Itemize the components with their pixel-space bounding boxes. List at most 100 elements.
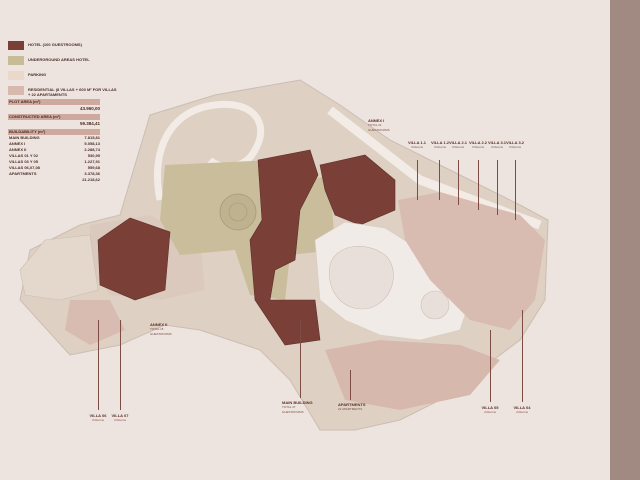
buildability-row: VILLAS 03 Y 05 1.227,91 xyxy=(8,159,100,165)
buildability-row: VILLAS 06,07,08 559,68 xyxy=(8,165,100,171)
label-title: VILLA 2.1 xyxy=(448,140,468,145)
row-name: ANNEX I xyxy=(9,141,26,146)
label-sub: 3 Rooms xyxy=(471,145,484,149)
buildability-row: ANNEX II 2.288,74 xyxy=(8,147,100,153)
leader-line xyxy=(98,320,99,410)
label-sub: TOTAL 21 GUESTROOMS xyxy=(368,123,390,132)
row-value: 5.058,13 xyxy=(84,141,100,146)
legend-label: PARKING xyxy=(28,72,47,77)
legend-item-hotel: HOTEL (100 GUESTROOMS) xyxy=(8,40,108,54)
buildability-row: APARTMENTS 3.378,36 xyxy=(8,171,100,177)
row-name: VILLAS 01 Y 02 xyxy=(9,153,38,158)
row-name: MAIN BUILDING xyxy=(9,135,40,140)
leader-line xyxy=(120,320,121,410)
main-building xyxy=(249,149,321,346)
constructed-area-value: 59.384,41 xyxy=(79,121,100,126)
label-title: VILLA 3.1 xyxy=(487,140,507,145)
row-value: 3.378,36 xyxy=(84,171,100,176)
legend-label: UNDERGROUND AREAS HOTEL xyxy=(28,57,90,62)
buildability-total: 21.218,62 xyxy=(8,177,100,183)
label-sub: 4 Rooms xyxy=(483,410,496,414)
side-band xyxy=(610,0,640,480)
area-table: PLOT AREA (m²) 43.960,00 CONSTRUCTED ARE… xyxy=(8,98,100,183)
label-sub: 3 Rooms xyxy=(451,145,464,149)
villas-06-07-zone xyxy=(65,300,125,345)
label-sub: TOTAL 15 GUESTROOMS xyxy=(150,327,172,336)
label-title: VILLA 06 xyxy=(89,413,107,418)
legend-swatch-parking xyxy=(8,71,24,80)
leader-line xyxy=(478,160,479,210)
row-value: 530,99 xyxy=(87,153,100,158)
label-title: VILLA 2.2 xyxy=(468,140,488,145)
leader-line xyxy=(350,370,351,400)
leader-line xyxy=(300,320,301,398)
constructed-area-label: CONSTRUCTED AREA (m²) xyxy=(8,114,100,120)
label-title: VILLA 3.2 xyxy=(505,140,525,145)
legend-swatch-residential xyxy=(8,86,24,95)
label-title: MAIN BUILDING xyxy=(282,400,313,405)
legend-swatch-underground xyxy=(8,56,24,65)
leader-line xyxy=(490,330,491,402)
plot-area-value: 43.960,00 xyxy=(79,106,100,111)
plot-area-label: PLOT AREA (m²) xyxy=(8,99,100,105)
legend-label: RESIDENTIAL (8 VILLAS + 600 M² FOR VILLA… xyxy=(28,87,117,97)
label-sub: 3 Rooms xyxy=(91,418,104,422)
label-title: VILLA 04 xyxy=(513,405,531,410)
annex-i-building xyxy=(319,154,396,226)
label-title: APARTMENTS xyxy=(338,402,366,407)
leader-line xyxy=(522,310,523,402)
label-title: VILLA 1.2 xyxy=(430,140,450,145)
row-name: VILLAS 06,07,08 xyxy=(9,165,40,170)
label-sub: 4 Rooms xyxy=(515,410,528,414)
leader-line xyxy=(417,160,418,200)
row-value: 7.815,81 xyxy=(84,135,100,140)
leader-line xyxy=(497,160,498,215)
label-sub: 3 Rooms xyxy=(113,418,126,422)
buildability-label: BUILDABILITY (m²) xyxy=(8,129,100,135)
annex-ii-building xyxy=(97,217,171,301)
row-value: 2.288,74 xyxy=(84,147,100,152)
buildability-row: VILLAS 01 Y 02 530,99 xyxy=(8,153,100,159)
roundabout xyxy=(219,193,257,231)
row-name: APARTMENTS xyxy=(9,171,37,176)
site-plan-drawing xyxy=(19,79,549,431)
legend-item-underground: UNDERGROUND AREAS HOTEL xyxy=(8,55,108,69)
row-value: 559,68 xyxy=(87,165,100,170)
villas-zone xyxy=(398,192,545,330)
buildability-row: ANNEX I 5.058,13 xyxy=(8,141,100,147)
buildability-rows: MAIN BUILDING 7.815,81 ANNEX I 5.058,13 AN… xyxy=(8,135,100,183)
label-title: ANNEX II xyxy=(150,322,168,327)
legend-label: HOTEL (100 GUESTROOMS) xyxy=(28,42,82,47)
row-name: ANNEX II xyxy=(9,147,27,152)
label-sub: 3 Rooms xyxy=(490,145,503,149)
legend-item-parking: PARKING xyxy=(8,70,108,84)
pool-small xyxy=(420,290,450,320)
apartments-zone xyxy=(325,340,500,410)
label-sub: TOTAL 47 GUESTROOMS xyxy=(282,405,304,414)
label-title: ANNEX I xyxy=(368,118,385,123)
row-value: 21.218,62 xyxy=(82,177,100,182)
row-name: VILLAS 03 Y 05 xyxy=(9,159,38,164)
label-sub: 22 APARTMENTS xyxy=(338,407,363,411)
row-value: 1.227,91 xyxy=(84,159,100,164)
buildability-row: MAIN BUILDING 7.815,81 xyxy=(8,135,100,141)
label-title: VILLA 1.1 xyxy=(407,140,427,145)
legend-item-residential: RESIDENTIAL (8 VILLAS + 600 M² FOR VILLA… xyxy=(8,85,117,99)
label-sub: 3 Rooms xyxy=(433,145,446,149)
pool xyxy=(328,246,394,310)
legend-swatch-hotel xyxy=(8,41,24,50)
